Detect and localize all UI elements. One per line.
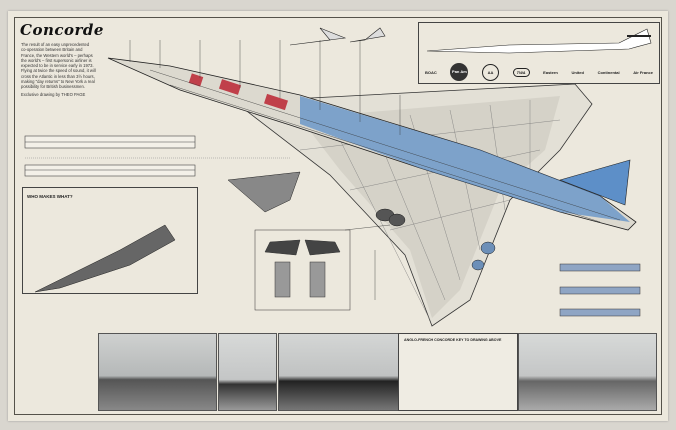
artist-credit: Exclusive drawing by THEO PAGE [21, 91, 86, 97]
photo-concorde-rear [278, 333, 399, 411]
airline-united: United [571, 69, 584, 75]
cockpit-view [254, 229, 351, 311]
photo-concorde-front [218, 333, 277, 411]
key-to-drawing-box: ANGLO-FRENCH CONCORDE KEY TO DRAWING ABO… [398, 333, 518, 411]
cabin-seats-red [188, 73, 289, 111]
tail-fin [559, 159, 631, 206]
fuselage-plan-strips [24, 135, 290, 177]
photo-concorde-ground [98, 333, 217, 411]
airline-panam: Pan Am [450, 63, 469, 81]
intro-text: The result of an easy unprecedented co-o… [21, 42, 96, 97]
photo-concorde-taxi [518, 333, 657, 411]
airline-eastern: Eastern [543, 69, 558, 75]
wing-cutaway [233, 83, 593, 327]
intro-paragraph: The result of an easy unprecedented co-o… [21, 42, 96, 90]
side-elevation-sketches [289, 27, 386, 46]
airlines-box: BOAC Pan Am AA TWA Eastern United Contin… [418, 22, 660, 84]
key-heading: ANGLO-FRENCH CONCORDE KEY TO DRAWING ABO… [404, 338, 502, 342]
who-makes-what-diagram [34, 224, 176, 293]
airline-boac: BOAC [425, 69, 437, 75]
engine-diagrams [559, 263, 641, 317]
airline-logos: BOAC Pan Am AA TWA Eastern United Contin… [425, 63, 653, 81]
airline-twa: TWA [512, 67, 530, 77]
fuselage-cutaway [107, 57, 637, 231]
delta-planform-diagram [227, 171, 301, 213]
poster-border [14, 17, 662, 415]
fuel-tanks [300, 96, 630, 222]
airline-continental: Continental [597, 69, 620, 75]
engine-nacelles [375, 208, 496, 271]
who-makes-what-heading: WHO MAKES WHAT? [27, 194, 73, 199]
airline-air-france: Air France [633, 69, 653, 75]
who-makes-what-box: WHO MAKES WHAT? [22, 187, 198, 294]
poster-title: Concorde [20, 21, 104, 39]
concorde-profile [426, 28, 652, 54]
key-leader-lines [129, 40, 401, 300]
airline-aa: AA [482, 63, 500, 81]
